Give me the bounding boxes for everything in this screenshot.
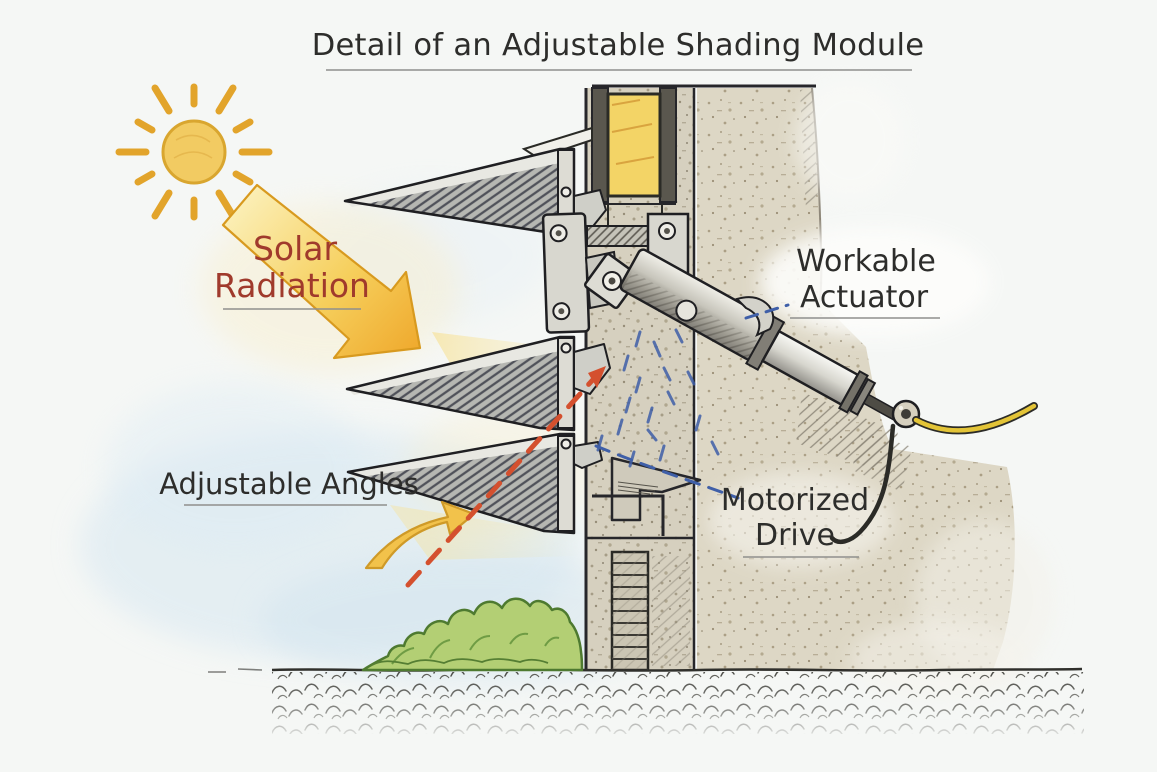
sun-icon [115,83,273,221]
annotations: Detail of an Adjustable Shading Module S… [159,28,940,558]
label-motorized-drive-line1: Motorized [721,483,869,518]
label-adjustable-angles: Adjustable Angles [159,467,419,501]
actuator-assembly [584,248,1038,545]
debris-dashes [596,328,720,468]
label-motorized-drive-line2: Drive [755,518,835,553]
label-solar-radiation-line1: Solar [253,229,338,268]
actuator-cylinder [619,248,902,422]
louver-top [343,147,607,235]
grass [361,597,584,672]
window-frame [591,87,677,226]
power-cable-yellow [912,402,1038,435]
actuator-strap [735,296,775,338]
louver-middle [345,335,611,432]
label-workable-actuator-line1: Workable [796,244,936,279]
leader-line-motorized-drive [594,444,740,500]
label-solar-radiation-line2: Radiation [214,266,370,305]
solar-radiation-arrow-icon [221,183,422,360]
sill-step-detail [586,456,702,540]
tilt-dashed-line [405,366,606,588]
page-title: Detail of an Adjustable Shading Module [312,28,925,63]
mullion [584,87,702,672]
leader-line-workable-actuator [744,303,790,320]
window-glass [606,92,662,198]
actuator-clevis [584,253,640,309]
wall-core-hatch [610,550,690,672]
label-workable-actuator-line2: Actuator [800,280,929,315]
louver-bottom [346,432,603,535]
ground [208,667,1084,734]
drive-cable [829,423,896,545]
